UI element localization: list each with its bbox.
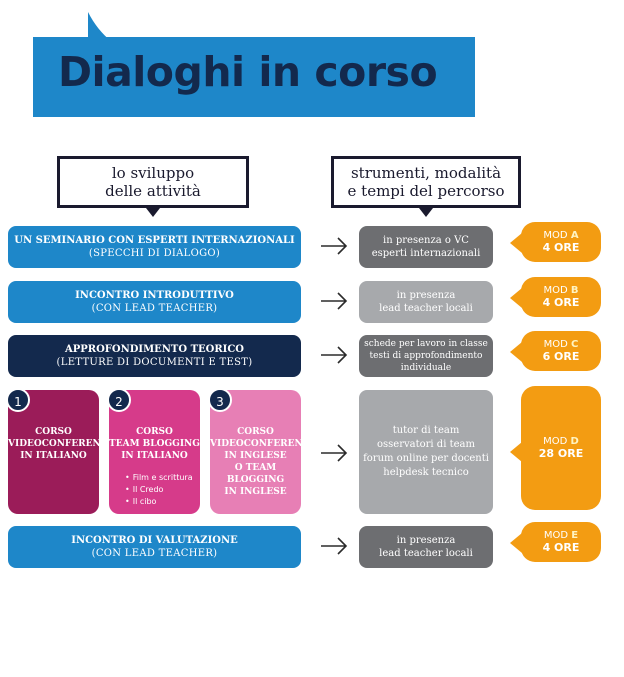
mod-letter: A (570, 230, 579, 241)
activity-title: UN SEMINARIO CON ESPERTI INTERNAZIONALI (14, 235, 295, 246)
mod-letter: B (570, 285, 579, 296)
arrow-right-icon (321, 537, 348, 555)
title-bubble (33, 37, 475, 117)
mod-badge-d: MOD D 28 ORE (521, 386, 601, 510)
course-line: VIDEOCONFERENZE (210, 439, 317, 449)
arrow-right-icon (321, 237, 348, 255)
tool-line: lead teacher locali (379, 303, 473, 314)
mod-letter: C (571, 339, 579, 350)
course-line: CORSO (35, 427, 72, 437)
activity-bar-intro: INCONTRO INTRODUTTIVO (CON LEAD TEACHER) (8, 281, 301, 323)
activity-subtitle: (CON LEAD TEACHER) (91, 548, 218, 559)
header-left-pointer-icon (146, 208, 160, 217)
activity-bar-seminar: UN SEMINARIO CON ESPERTI INTERNAZIONALI … (8, 226, 301, 268)
tool-line: in presenza (396, 290, 456, 301)
mod-pointer-icon (510, 342, 522, 362)
topic-item: Il cibo (125, 496, 200, 508)
activity-bar-evaluation: INCONTRO DI VALUTAZIONE (CON LEAD TEACHE… (8, 526, 301, 568)
speech-bubble-tail-icon (88, 12, 112, 42)
header-right: strumenti, modalità e tempi del percorso (331, 156, 521, 208)
tool-line: forum online per docenti (363, 453, 489, 464)
tool-line: lead teacher locali (379, 548, 473, 559)
mod-prefix: MOD (543, 339, 568, 350)
topic-item: Film e scrittura (125, 472, 200, 484)
activity-subtitle: (CON LEAD TEACHER) (91, 303, 218, 314)
activity-title: APPROFONDIMENTO TEORICO (64, 344, 245, 355)
course-line: IN INGLESE (224, 451, 287, 461)
activity-bar-theory: APPROFONDIMENTO TEORICO (LETTURE DI DOCU… (8, 335, 301, 377)
mod-hours: 6 ORE (542, 350, 580, 363)
course-line: IN INGLESE (224, 487, 287, 497)
tool-line: in presenza o VC (383, 235, 469, 246)
tool-line: schede per lavoro in classe (364, 339, 488, 349)
activity-title: INCONTRO INTRODUTTIVO (75, 290, 234, 301)
tool-box-theory: schede per lavoro in classe testi di app… (359, 335, 493, 377)
tool-line: osservatori di team (377, 439, 475, 450)
header-left: lo sviluppo delle attività (57, 156, 249, 208)
course-line: VIDEOCONFERENZE (8, 439, 115, 449)
header-right-line: strumenti, modalità (350, 164, 502, 182)
course-line: IN ITALIANO (121, 451, 188, 461)
mod-letter: D (570, 436, 579, 447)
mod-badge-b: MOD B 4 ORE (521, 277, 601, 317)
page-title: Dialoghi in corso (58, 48, 438, 96)
topic-item: Il Credo (125, 484, 200, 496)
mod-hours: 28 ORE (538, 447, 584, 460)
activity-title: INCONTRO DI VALUTAZIONE (71, 535, 238, 546)
mod-hours: 4 ORE (542, 541, 580, 554)
mod-badge-a: MOD A 4 ORE (521, 222, 601, 262)
mod-badge-e: MOD E 4 ORE (521, 522, 601, 562)
mod-letter: E (571, 530, 579, 541)
course-number-badge: 2 (107, 388, 131, 412)
mod-prefix: MOD (543, 530, 569, 541)
course-line: O TEAM BLOGGING (226, 463, 285, 485)
mod-prefix: MOD (543, 285, 568, 296)
header-right-line: e tempi del percorso (347, 182, 505, 200)
course-line: CORSO (136, 427, 173, 437)
tool-line: tutor di team (392, 425, 460, 436)
mod-prefix: MOD (543, 230, 568, 241)
tool-box-evaluation: in presenza lead teacher locali (359, 526, 493, 568)
tool-line: in presenza (396, 535, 456, 546)
course-line: CORSO (237, 427, 274, 437)
course-number-badge: 3 (208, 388, 232, 412)
mod-badge-c: MOD C 6 ORE (521, 331, 601, 371)
mod-hours: 4 ORE (542, 241, 580, 254)
mod-hours: 4 ORE (542, 296, 580, 309)
tool-box-seminar: in presenza o VC esperti internazionali (359, 226, 493, 268)
header-left-line: delle attività (105, 182, 201, 200)
activity-subtitle: (SPECCHI DI DIALOGO) (88, 248, 221, 259)
mod-pointer-icon (510, 442, 522, 462)
arrow-right-icon (321, 346, 348, 364)
header-left-line: lo sviluppo (111, 164, 195, 182)
activity-subtitle: (LETTURE DI DOCUMENTI E TEST) (56, 357, 253, 368)
header-right-pointer-icon (419, 208, 433, 217)
tool-line: testi di approfondimento (369, 351, 483, 361)
tool-box-intro: in presenza lead teacher locali (359, 281, 493, 323)
tool-line: helpdesk tecnico (383, 467, 469, 478)
tool-line: individuale (400, 363, 452, 373)
course-line: TEAM BLOGGING (109, 439, 200, 449)
mod-prefix: MOD (543, 436, 568, 447)
arrow-right-icon (321, 444, 348, 462)
tool-box-courses: tutor di team osservatori di team forum … (359, 390, 493, 514)
course-line: IN ITALIANO (20, 451, 87, 461)
mod-pointer-icon (510, 233, 522, 253)
tool-line: esperti internazionali (371, 248, 481, 259)
arrow-right-icon (321, 292, 348, 310)
course-number-badge: 1 (6, 388, 30, 412)
mod-pointer-icon (510, 533, 522, 553)
course-topics: Film e scrittura Il Credo Il cibo (109, 472, 200, 508)
mod-pointer-icon (510, 288, 522, 308)
